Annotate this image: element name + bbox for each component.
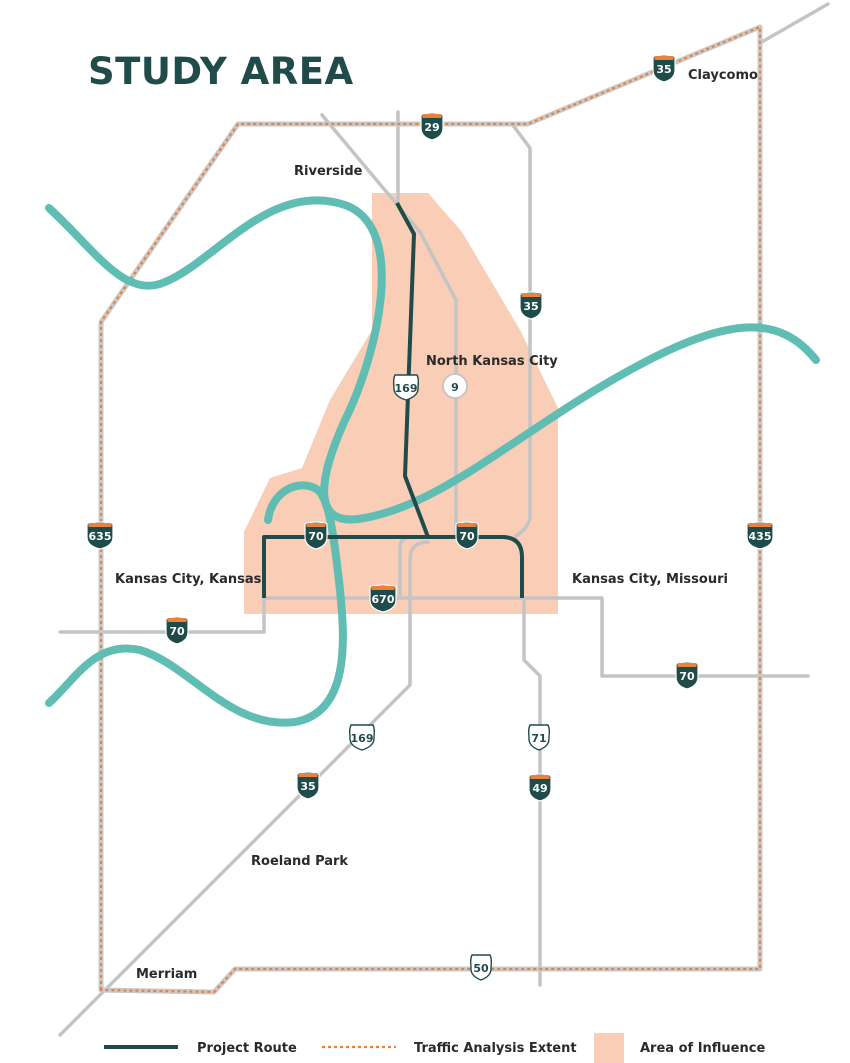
interstate-shield-i49: 49 xyxy=(528,773,552,802)
shield-number: 29 xyxy=(424,121,439,134)
us-shield-us169-south: 169 xyxy=(348,724,376,751)
road-mo9 xyxy=(320,113,458,539)
interstate-shield-i35-north: 35 xyxy=(519,291,543,320)
road-i70-west xyxy=(58,596,266,634)
shield-number: 35 xyxy=(656,63,671,76)
legend: Project Route Traffic Analysis Extent Ar… xyxy=(104,1033,765,1063)
shield-number: 670 xyxy=(372,593,395,606)
shield-number: 9 xyxy=(451,381,459,394)
area-of-influence-polygon xyxy=(244,193,558,614)
shield-number: 35 xyxy=(523,300,538,313)
interstate-shield-i35-claycomo: 35 xyxy=(652,54,676,83)
shield-number: 169 xyxy=(395,382,418,395)
shield-number: 70 xyxy=(169,625,185,638)
legend-project-route-label: Project Route xyxy=(197,1041,297,1056)
interstate-shield-i635: 635 xyxy=(86,521,114,550)
road-network xyxy=(58,2,830,1037)
state-shield-mo9: 9 xyxy=(442,373,468,399)
label-kansas-city-missouri: Kansas City, Missouri xyxy=(572,572,728,587)
interstate-shield-i35-south: 35 xyxy=(296,771,320,800)
shield-number: 71 xyxy=(531,732,546,745)
road-i35-southwest xyxy=(58,540,430,1037)
legend-traffic-extent-label: Traffic Analysis Extent xyxy=(414,1041,577,1056)
legend-area-of-influence-label: Area of Influence xyxy=(640,1041,765,1056)
us-shield-us169-north: 169 xyxy=(392,374,420,401)
road-us71 xyxy=(522,596,542,987)
road-northeast-diagonal xyxy=(758,2,830,45)
rivers xyxy=(45,196,820,727)
shield-number: 635 xyxy=(89,530,112,543)
traffic-analysis-extent xyxy=(98,24,763,995)
interstate-shield-i70-east: 70 xyxy=(675,661,699,690)
interstate-shield-i70-center: 70 xyxy=(455,521,479,550)
interstate-shield-i670: 670 xyxy=(369,584,397,613)
shield-number: 35 xyxy=(300,780,315,793)
shield-number: 70 xyxy=(679,670,695,683)
label-kansas-city-kansas: Kansas City, Kansas xyxy=(115,572,262,587)
interstate-shield-i29: 29 xyxy=(420,112,444,141)
interstate-shield-i435: 435 xyxy=(746,521,774,550)
label-riverside: Riverside xyxy=(294,164,363,179)
missouri-river xyxy=(45,196,820,524)
kansas-river xyxy=(45,481,347,727)
highway-shields: 35 29 35 169 9 635 70 70 435 670 70 70 169 71 35 49 50 xyxy=(86,54,774,981)
label-claycomo: Claycomo xyxy=(688,68,758,83)
shield-number: 169 xyxy=(351,732,374,745)
interstate-shield-i70-west: 70 xyxy=(304,521,328,550)
label-north-kansas-city: North Kansas City xyxy=(426,354,558,369)
shield-number: 70 xyxy=(459,530,475,543)
us-shield-us71: 71 xyxy=(527,724,551,751)
legend-area-of-influence-swatch xyxy=(594,1033,624,1063)
place-labels: Claycomo Riverside North Kansas City Kan… xyxy=(115,68,758,982)
road-i35-north xyxy=(510,122,532,538)
map-title: STUDY AREA xyxy=(88,50,354,93)
shield-number: 435 xyxy=(749,530,772,543)
road-i670 xyxy=(262,596,810,678)
label-roeland-park: Roeland Park xyxy=(251,854,348,869)
shield-number: 50 xyxy=(473,962,489,975)
shield-number: 49 xyxy=(532,782,547,795)
label-merriam: Merriam xyxy=(136,967,197,982)
interstate-shield-i70-kck: 70 xyxy=(165,616,189,645)
shield-number: 70 xyxy=(308,530,324,543)
us-shield-us50: 50 xyxy=(469,954,493,981)
project-route xyxy=(262,202,524,598)
